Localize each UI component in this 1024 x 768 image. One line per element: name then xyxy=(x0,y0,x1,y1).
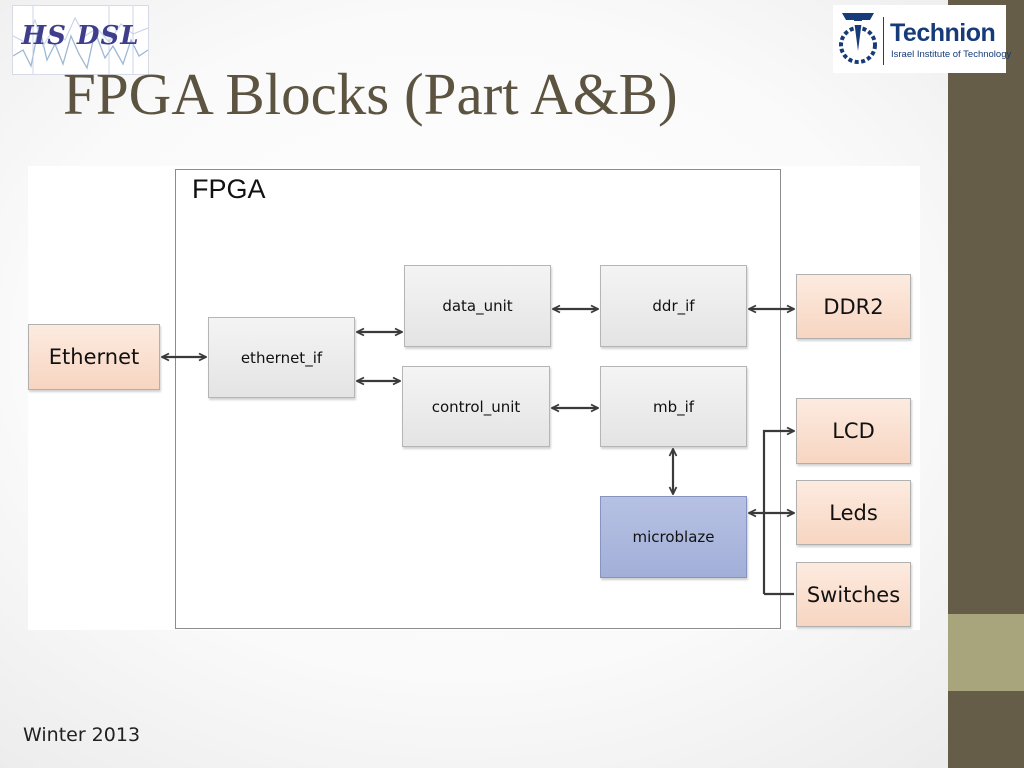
technion-name: Technion xyxy=(890,19,996,47)
bus-to-lcd-connector xyxy=(762,431,794,594)
sidebar-accent xyxy=(948,614,1024,691)
data-unit-block: data_unit xyxy=(404,265,551,347)
ddr-if-block: ddr_if xyxy=(600,265,747,347)
mb-if-block: mb_if xyxy=(600,366,747,447)
technion-subtitle: Israel Institute of Technology xyxy=(891,49,1012,60)
hs-dsl-logo-text: HS DSL xyxy=(21,21,140,51)
microblaze-block: microblaze xyxy=(600,496,747,578)
ethernet-if-block: ethernet_if xyxy=(208,317,355,398)
waveform-graphic xyxy=(13,6,148,74)
leds-block: Leds xyxy=(796,480,911,545)
fpga-label: FPGA xyxy=(192,174,266,204)
ddr2-block: DDR2 xyxy=(796,274,911,339)
control-unit-block: control_unit xyxy=(402,366,550,447)
footer-date: Winter 2013 xyxy=(23,724,141,746)
ethernet-block: Ethernet xyxy=(28,324,160,390)
hs-dsl-logo: HS DSL xyxy=(12,5,149,75)
slide-title: FPGA Blocks (Part A&B) xyxy=(63,61,678,127)
technion-emblem-icon xyxy=(839,13,877,64)
technion-logo: Technion Israel Institute of Technology xyxy=(833,5,1011,73)
lcd-block: LCD xyxy=(796,398,911,464)
switches-block: Switches xyxy=(796,562,911,627)
technion-logo-divider xyxy=(883,17,884,65)
